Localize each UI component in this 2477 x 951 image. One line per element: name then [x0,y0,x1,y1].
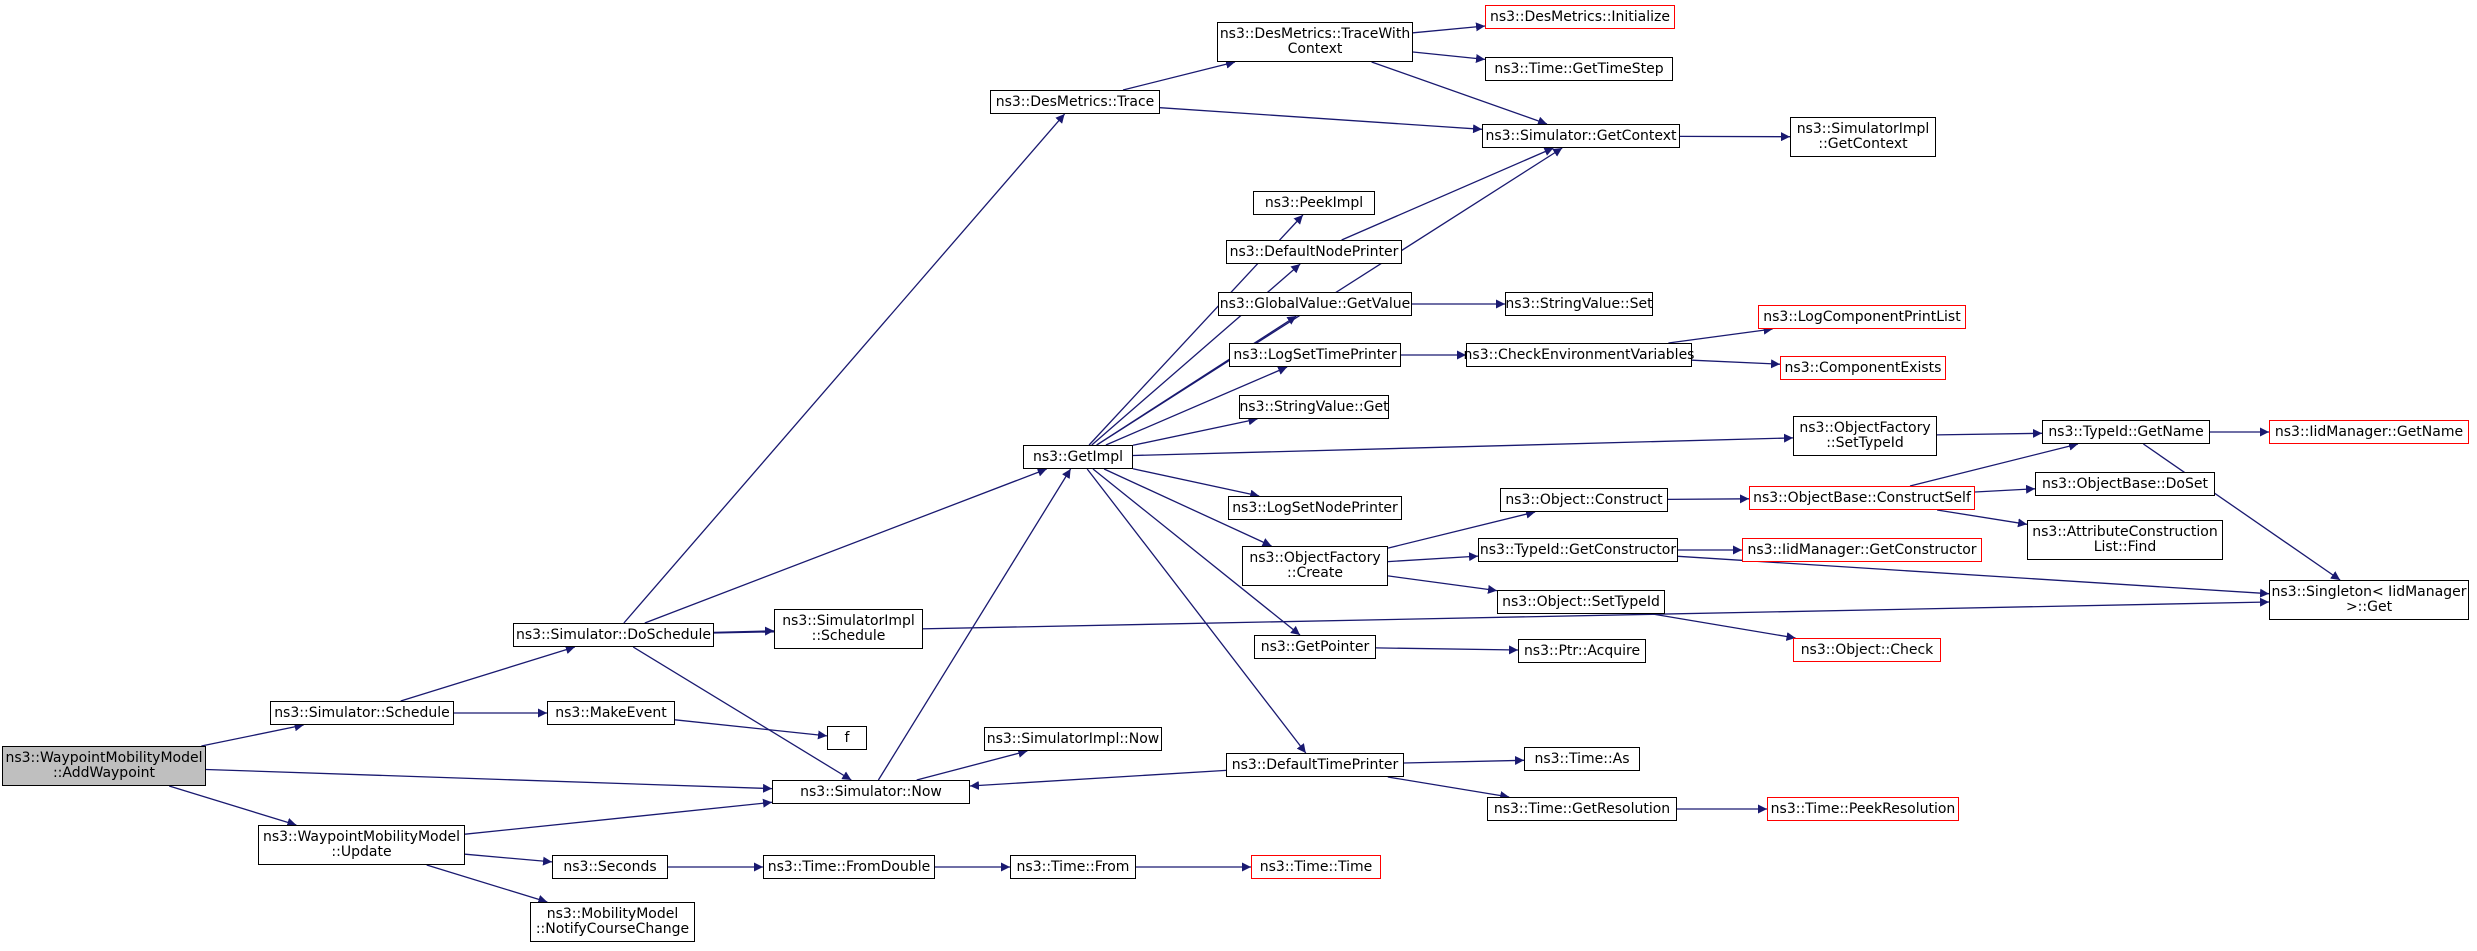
node-stringvalue-get[interactable]: ns3::StringValue::Get [1239,395,1389,419]
node-time-peekresolution[interactable]: ns3::Time::PeekResolution [1767,797,1959,821]
node-defaulttimeprinter[interactable]: ns3::DefaultTimePrinter [1226,753,1404,777]
edge-defaulttimeprinter-to-time_as [1403,756,1525,766]
edge-defaultnodeprinter-to-getcontext [1341,147,1554,241]
node-typeid-getconstructor[interactable]: ns3::TypeId::GetConstructor [1478,538,1678,562]
edge-update-to-seconds [464,853,553,866]
node-defaultnodeprinter[interactable]: ns3::DefaultNodePrinter [1226,240,1402,264]
edge-constructself-to-typeid_getname [1909,441,2079,487]
node-getimpl[interactable]: ns3::GetImpl [1023,445,1133,469]
edge-desmetrics_trace-to-getcontext [1159,107,1483,134]
node-seconds[interactable]: ns3::Seconds [552,855,668,879]
node-object-construct[interactable]: ns3::Object::Construct [1500,488,1668,512]
edge-defaulttimeprinter-to-time_getresolution [1387,776,1510,800]
edge-doschedule-to-singleton_get [713,597,2270,634]
node-getpointer[interactable]: ns3::GetPointer [1254,635,1376,659]
node-time-from[interactable]: ns3::Time::From [1010,855,1136,879]
node-typeid-getname[interactable]: ns3::TypeId::GetName [2042,420,2210,444]
edge-update-to-notifycoursechange [426,864,548,904]
node-now[interactable]: ns3::Simulator::Now [772,780,970,804]
edge-objectfactory_settypeid-to-typeid_getname [1936,428,2043,438]
edge-schedule-to-doschedule [400,645,575,702]
edge-root-to-schedule [201,722,304,747]
edge-now-to-simimpl_now [916,748,1028,781]
edge-objectfactory_create-to-object_construct [1387,509,1536,549]
node-f[interactable]: f [827,726,867,750]
edge-constructself-to-objectbase_doset [1974,484,2036,494]
edge-desmetrics_trace-to-tracewithcontext [1122,59,1236,91]
node-constructself[interactable]: ns3::ObjectBase::ConstructSelf [1749,486,1975,510]
node-time-as[interactable]: ns3::Time::As [1524,747,1640,771]
edge-objectfactory_create-to-object_settypeid [1387,575,1498,594]
edge-getimpl-to-defaulttimeprinter [1086,468,1307,754]
edge-object_construct-to-constructself [1667,494,1750,504]
edge-getimpl-to-getpointer [1092,468,1301,636]
edge-makeevent-to-f [674,719,828,740]
edge-getimpl-to-logsettimeprinter [1105,366,1288,446]
node-simimpl-schedule[interactable]: ns3::SimulatorImpl ::Schedule [774,609,923,649]
edge-doschedule-to-now [632,646,852,781]
node-attrconstructionlist-find[interactable]: ns3::AttributeConstruction List::Find [2027,520,2223,560]
edge-checkenv-to-componentexists [1691,359,1781,369]
node-desmetrics-trace[interactable]: ns3::DesMetrics::Trace [990,90,1160,114]
edge-defaulttimeprinter-to-now [969,769,1227,790]
edge-tracewithcontext-to-getcontext [1371,61,1548,126]
node-getcontext[interactable]: ns3::Simulator::GetContext [1482,124,1680,148]
node-time-fromdouble[interactable]: ns3::Time::FromDouble [763,855,935,879]
node-object-settypeid[interactable]: ns3::Object::SetTypeId [1497,590,1665,614]
node-root: ns3::WaypointMobilityModel ::AddWaypoint [2,746,206,786]
node-object-check[interactable]: ns3::Object::Check [1793,638,1941,662]
node-simimpl-now[interactable]: ns3::SimulatorImpl::Now [984,727,1162,751]
edge-getimpl-to-objectfactory_settypeid [1132,433,1794,457]
edge-checkenv-to-logcomponentprintlist [1668,325,1773,344]
node-schedule[interactable]: ns3::Simulator::Schedule [270,701,454,725]
edge-root-to-now [205,768,773,793]
edge-doschedule-to-simimpl_schedule [713,626,775,636]
edge-object_settypeid-to-object_check [1652,613,1796,641]
node-logsettimeprinter[interactable]: ns3::LogSetTimePrinter [1229,343,1401,367]
node-doschedule[interactable]: ns3::Simulator::DoSchedule [513,623,714,647]
node-time-getresolution[interactable]: ns3::Time::GetResolution [1487,797,1677,821]
edge-constructself-to-attrconstructionlist_find [1936,509,2028,528]
edge-getimpl-to-logsetnodeprinter [1132,468,1260,499]
node-logsetnodeprinter[interactable]: ns3::LogSetNodePrinter [1228,496,1402,520]
node-ptr-acquire[interactable]: ns3::Ptr::Acquire [1518,639,1646,663]
edge-getpointer-to-ptr_acquire [1375,645,1519,655]
node-logcomponentprintlist[interactable]: ns3::LogComponentPrintList [1758,305,1966,329]
node-objectbase-doset[interactable]: ns3::ObjectBase::DoSet [2035,472,2215,496]
node-initialize[interactable]: ns3::DesMetrics::Initialize [1485,5,1675,29]
node-stringvalue-set[interactable]: ns3::StringValue::Set [1505,292,1653,316]
node-iidmanager-getname[interactable]: ns3::IidManager::GetName [2269,420,2469,444]
edge-tracewithcontext-to-gettimestep [1412,51,1486,63]
edge-getimpl-to-stringvalue_get [1132,416,1258,446]
edge-getimpl-to-objectfactory_create [1103,468,1272,547]
edge-typeid_getconstructor-to-singleton_get [1677,555,2270,598]
edge-update-to-now [464,798,773,835]
node-update[interactable]: ns3::WaypointMobilityModel ::Update [258,825,465,865]
edge-now-to-getimpl [877,468,1072,781]
node-notifycoursechange[interactable]: ns3::MobilityModel ::NotifyCourseChange [530,902,695,942]
node-makeevent[interactable]: ns3::MakeEvent [547,701,675,725]
node-singleton-get[interactable]: ns3::Singleton< IidManager >::Get [2269,580,2469,620]
node-gettimestep[interactable]: ns3::Time::GetTimeStep [1485,57,1673,81]
node-checkenv[interactable]: ns3::CheckEnvironmentVariables [1464,343,1694,367]
node-globalvalue-getvalue[interactable]: ns3::GlobalValue::GetValue [1218,292,1412,316]
edge-root-to-update [169,785,297,827]
node-simimpl-getcontext[interactable]: ns3::SimulatorImpl ::GetContext [1790,117,1936,157]
edge-typeid_getname-to-singleton_get [2143,443,2341,581]
edge-doschedule-to-getimpl [644,468,1047,624]
node-peekimpl[interactable]: ns3::PeekImpl [1253,191,1375,215]
node-objectfactory-create[interactable]: ns3::ObjectFactory ::Create [1242,546,1388,586]
node-objectfactory-settypeid[interactable]: ns3::ObjectFactory ::SetTypeId [1793,416,1937,456]
edge-objectfactory_create-to-typeid_getconstructor [1387,552,1479,563]
node-time-time[interactable]: ns3::Time::Time [1251,855,1381,879]
edge-tracewithcontext-to-initialize [1412,22,1486,34]
node-iidmanager-getconstructor[interactable]: ns3::IidManager::GetConstructor [1742,538,1982,562]
edge-getimpl-to-globalvalue_getvalue [1096,315,1297,446]
node-tracewithcontext[interactable]: ns3::DesMetrics::TraceWith Context [1217,22,1413,62]
node-componentexists[interactable]: ns3::ComponentExists [1780,356,1946,380]
edge-doschedule-to-desmetrics_trace [623,113,1066,624]
